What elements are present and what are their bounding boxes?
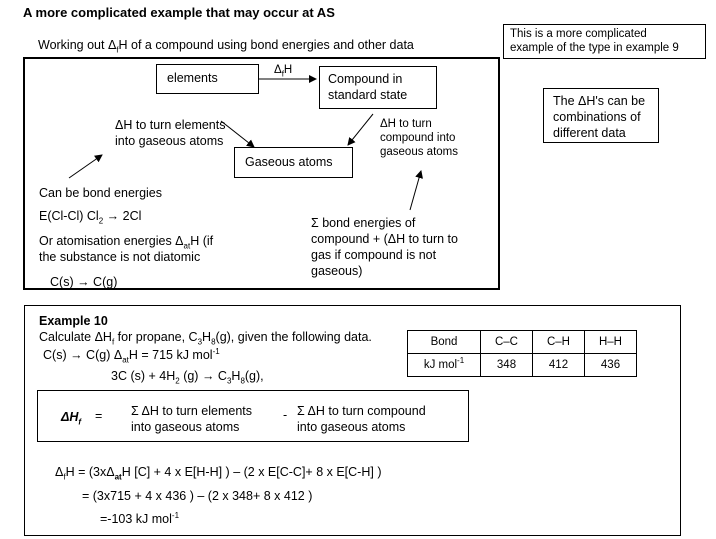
compound-line: Compound in: [328, 72, 403, 86]
right-note-line: gaseous atoms: [380, 146, 458, 158]
table-cell: 412: [532, 353, 585, 377]
left-note-line: ΔH to turn elements: [115, 118, 226, 132]
elements-box: elements: [156, 64, 259, 94]
table-row: kJ mol-1 348 412 436: [407, 353, 637, 377]
side-note-line: combinations of: [553, 110, 641, 124]
gaseous-atoms-label: Gaseous atoms: [245, 155, 333, 169]
table-cell: C–H: [532, 330, 585, 354]
table-cell: 436: [584, 353, 637, 377]
sum1-line: into gaseous atoms: [131, 420, 240, 434]
delta-fh-label: ΔfH: [274, 64, 293, 79]
side-note-line: different data: [553, 126, 626, 140]
table-cell: H–H: [584, 330, 637, 354]
sigma-line: gaseous): [311, 264, 363, 278]
bond-energy-arrow: [68, 154, 103, 179]
right-note-line: compound into: [380, 132, 456, 144]
sigma-line: compound + (ΔH to turn to: [311, 232, 458, 246]
minus-sign: -: [283, 408, 288, 422]
table-row: Bond C–C C–H H–H: [407, 330, 637, 354]
table-cell: kJ mol-1: [407, 353, 481, 377]
sum1-line: Σ ΔH to turn elements: [131, 404, 252, 418]
carbon-equation: C(s) → C(g): [50, 275, 118, 289]
side-note-box: The ΔH's can be combinations of differen…: [543, 88, 659, 143]
gaseous-atoms-box: Gaseous atoms: [234, 147, 353, 178]
example-question: Calculate ΔHf for propane, C3H8(g), give…: [39, 330, 372, 347]
page-heading: A more complicated example that may occu…: [23, 5, 335, 20]
bond-energy-text: Can be bond energies: [39, 186, 163, 200]
calculation-line2: = (3x715 + 4 x 436 ) – (2 x 348+ 8 x 412…: [82, 489, 313, 503]
left-note-line: into gaseous atoms: [115, 134, 224, 148]
sum2-line: Σ ΔH to turn compound: [297, 404, 426, 418]
note-line: example of the type in example 9: [510, 42, 679, 54]
side-note-line: The ΔH's can be: [553, 94, 646, 108]
sum2-line: into gaseous atoms: [297, 420, 406, 434]
calculation-line1: ΔfH = (3xΔatH [C] + 4 x E[H-H] ) – (2 x …: [55, 465, 382, 482]
sigma-line: gas if compound is not: [311, 248, 437, 262]
atomisation-text: Or atomisation energies ΔatH (if: [39, 234, 214, 251]
atomise-elements-arrow: [220, 120, 255, 148]
elements-label: elements: [167, 71, 218, 85]
example-title: Example 10: [39, 314, 108, 328]
atomise-compound-arrow: [347, 113, 374, 146]
bond-energy-table: Bond C–C C–H H–H kJ mol-1 348 412 436: [407, 330, 637, 377]
sigma-line: Σ bond energies of: [311, 216, 416, 230]
formation-equation: 3C (s) + 4H2 (g) → C3H8(g),: [111, 369, 264, 386]
dhf-label: ΔHf: [61, 410, 82, 427]
compound-box: Compound in standard state: [319, 66, 437, 109]
right-note-line: ΔH to turn: [380, 118, 432, 130]
ecl-equation: E(Cl-Cl) Cl2 → 2Cl: [39, 209, 142, 226]
note-box: This is a more complicated example of th…: [503, 24, 706, 59]
calculation-result: =-103 kJ mol-1: [100, 510, 180, 526]
compound-line: standard state: [328, 88, 408, 102]
energy-cycle-box: [23, 57, 500, 290]
atomisation-line2: the substance is not diatomic: [39, 250, 201, 264]
example-box: [24, 305, 681, 536]
equals-sign: =: [95, 409, 103, 423]
table-cell: 348: [480, 353, 533, 377]
note-line: This is a more complicated: [510, 28, 647, 40]
atomisation-data: C(s) → C(g) ΔatH = 715 kJ mol-1: [43, 346, 220, 365]
formula-box: ΔHf = Σ ΔH to turn elements into gaseous…: [37, 390, 469, 442]
page-subtitle: Working out ΔfH of a compound using bond…: [38, 38, 414, 55]
sigma-arrow: [409, 170, 423, 211]
